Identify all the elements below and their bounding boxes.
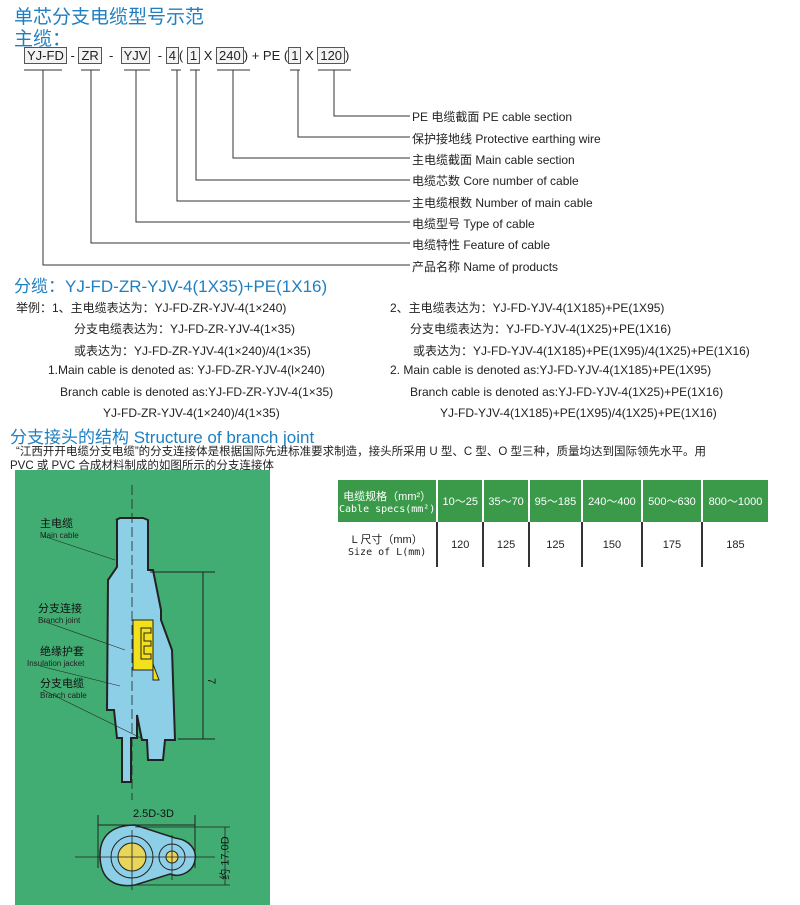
sep: -	[70, 48, 75, 63]
code-product: YJ-FD	[24, 47, 67, 64]
size-cell: 185	[700, 522, 768, 567]
header-en: Cable specs(mm²)	[339, 503, 436, 515]
sep: (	[178, 48, 184, 63]
label-branch-joint: 分支连接	[38, 603, 82, 615]
label-branch-cable-en: Branch cable	[40, 691, 87, 700]
size-cell: 125	[527, 522, 582, 567]
label-insulation-en: Insulation jacket	[27, 659, 85, 668]
code-tree-lines	[24, 69, 410, 266]
sep: X	[305, 48, 314, 63]
dimension-height: 约 17.0D	[219, 836, 232, 880]
row-en: Size of L(mm)	[348, 547, 427, 558]
sep: -	[157, 48, 163, 63]
example-left: YJ-FD-ZR-YJV-4(1×240)/4(1×35)	[103, 406, 280, 420]
structure-paragraph: “江西开开电缆分支电缆”的分支连接体是根据国际先进标准要求制造，接头所采用 U …	[16, 446, 706, 458]
code-count: 4	[165, 47, 179, 64]
spec-cell: 35～70	[482, 480, 529, 522]
label-core-number: 电缆芯数 Core number of cable	[412, 174, 579, 188]
main-cable-heading: 主缆：	[14, 29, 72, 50]
joint-drawing	[39, 485, 230, 890]
structure-heading: 分支接头的结构 Structure of branch joint	[10, 428, 315, 447]
sep: -	[109, 48, 114, 63]
example-right: YJ-FD-YJV-4(1X185)+PE(1X95)/4(1X25)+PE(1…	[440, 406, 717, 420]
table-header-row: 电缆规格（mm²）Cable specs(mm²) 10～25 35～70 95…	[338, 480, 768, 522]
sep: X	[203, 48, 213, 63]
code-section: 240	[216, 47, 244, 64]
example-left: 或表达为：YJ-FD-ZR-YJV-4(1×240)/4(1×35)	[74, 344, 311, 358]
example-left: 1.Main cable is denoted as: YJ-FD-ZR-YJV…	[48, 363, 325, 377]
example-left: 分支电缆表达为：YJ-FD-ZR-YJV-4(1×35)	[74, 322, 296, 336]
dimension-length: 7	[205, 677, 218, 685]
example-right: 或表达为：YJ-FD-YJV-4(1X185)+PE(1X95)/4(1X25)…	[413, 344, 750, 358]
model-code: YJ-FD - ZR - YJV - 4( 1 X 240) + PE (1 X…	[24, 47, 350, 64]
label-main-cable: 主电缆	[40, 518, 73, 530]
label-product: 产品名称 Name of products	[412, 260, 559, 274]
label-insulation: 绝缘护套	[40, 646, 84, 658]
page-title: 单芯分支电缆型号示范	[14, 7, 205, 28]
label-branch-cable: 分支电缆	[40, 678, 84, 690]
label-main-section: 主电缆截面 Main cable section	[412, 153, 575, 167]
example-left: 举例：1、主电缆表达为：YJ-FD-ZR-YJV-4(1×240)	[16, 301, 287, 315]
example-right: Branch cable is denoted as:YJ-FD-YJV-4(1…	[410, 385, 724, 399]
spec-cell: 10～25	[436, 480, 484, 522]
label-type: 电缆型号 Type of cable	[412, 217, 535, 231]
example-right: 2、主电缆表达为：YJ-FD-YJV-4(1X185)+PE(1X95)	[390, 301, 665, 315]
label-earthing: 保护接地线 Protective earthing wire	[412, 132, 601, 146]
size-cell: 120	[436, 522, 484, 567]
label-feature: 电缆特性 Feature of cable	[412, 238, 551, 252]
example-right: 2. Main cable is denoted as:YJ-FD-YJV-4(…	[390, 363, 712, 377]
dimension-width: 2.5D-3D	[133, 808, 174, 820]
structure-paragraph: PVC 或 PVC 合成材料制成的如图所示的分支连接体	[10, 460, 274, 472]
spec-cell: 95～185	[527, 480, 582, 522]
code-feature: ZR	[78, 47, 102, 64]
spec-table: 电缆规格（mm²）Cable specs(mm²) 10～25 35～70 95…	[338, 480, 768, 567]
branch-joint-diagram: 主电缆 Main cable 分支连接 Branch joint 绝缘护套 In…	[15, 470, 270, 905]
sep: )	[345, 48, 350, 63]
row-cn: L 尺寸（mm）	[351, 534, 423, 546]
label-pe-section: PE 电缆截面 PE cable section	[412, 110, 573, 124]
spec-cell: 500～630	[640, 480, 702, 522]
label-main-cable-en: Main cable	[40, 531, 79, 540]
code-type: YJV	[120, 47, 151, 64]
spec-cell: 240～400	[580, 480, 642, 522]
header-cn: 电缆规格（mm²）	[343, 490, 432, 503]
code-cores: 1	[186, 47, 201, 64]
example-left: Branch cable is denoted as:YJ-FD-ZR-YJV-…	[60, 385, 334, 399]
spec-cell: 800～1000	[700, 480, 768, 522]
branch-cable-heading: 分缆：YJ-FD-ZR-YJV-4(1X35)+PE(1X16)	[14, 277, 328, 296]
sep: ) + PE (	[243, 48, 289, 63]
size-cell: 125	[482, 522, 529, 567]
label-main-count: 主电缆根数 Number of main cable	[412, 196, 593, 210]
label-branch-joint-en: Branch joint	[38, 616, 81, 625]
size-cell: 175	[640, 522, 702, 567]
table-row: L 尺寸（mm）Size of L(mm) 120 125 125 150 17…	[338, 522, 768, 567]
example-right: 分支电缆表达为：YJ-FD-YJV-4(1X25)+PE(1X16)	[410, 322, 672, 336]
size-cell: 150	[580, 522, 642, 567]
code-pe: 1	[288, 47, 302, 64]
code-pe-section: 120	[317, 47, 346, 64]
